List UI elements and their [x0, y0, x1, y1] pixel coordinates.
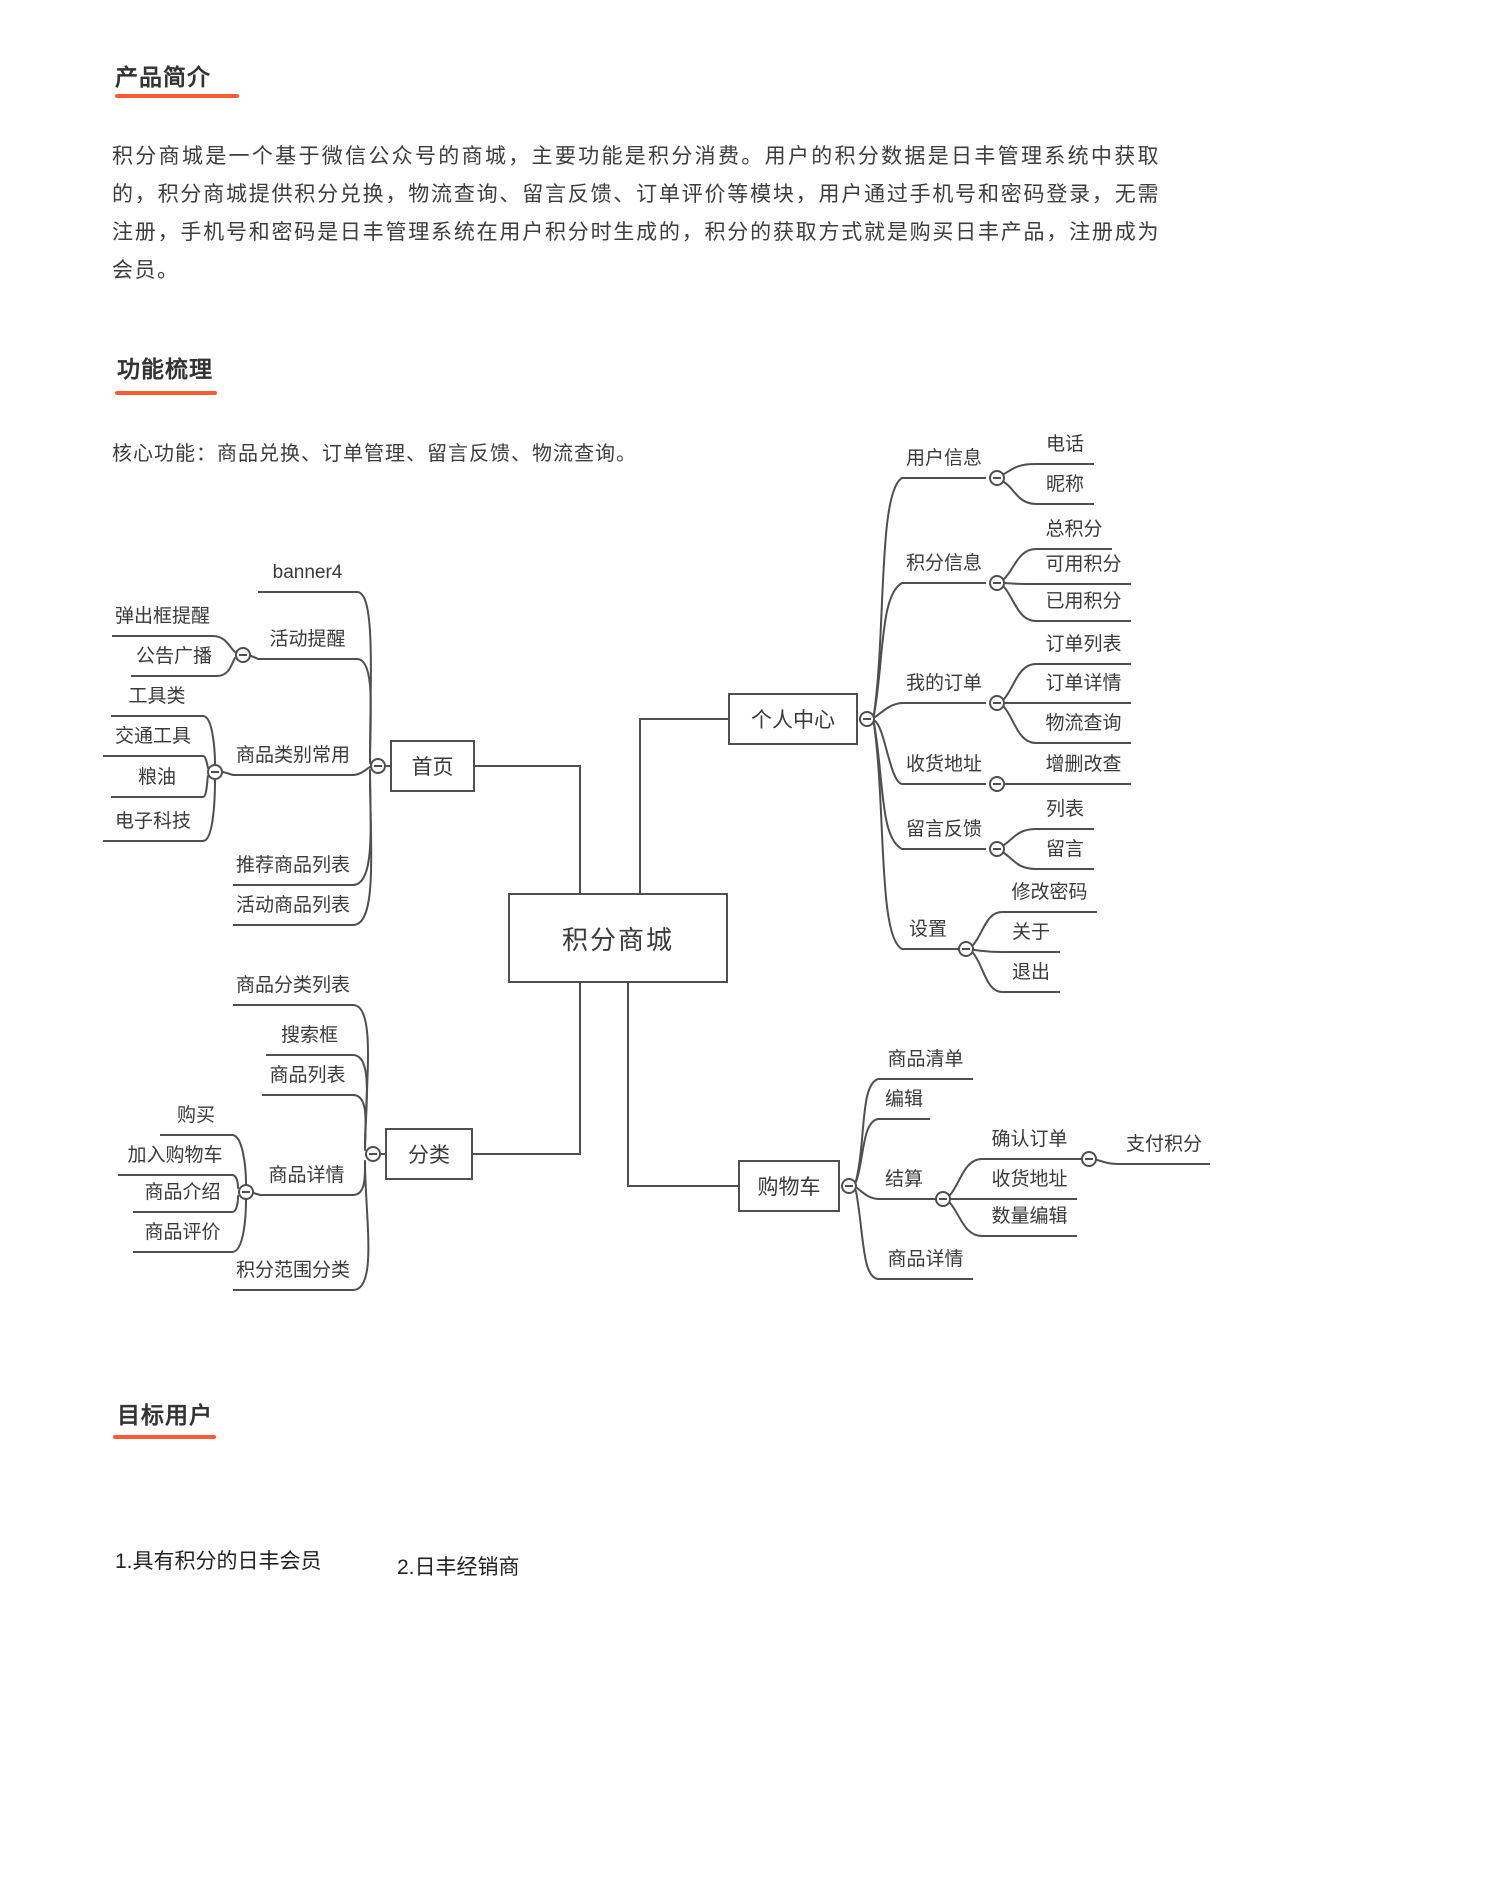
mindmap-node-nickname: 昵称: [1036, 474, 1094, 505]
mindmap-node-root: 积分商城: [508, 893, 728, 983]
mindmap-node-settings: 设置: [902, 919, 954, 950]
accent-underline: [115, 94, 239, 98]
mindmap-node-checkout: 结算: [878, 1169, 930, 1200]
mindmap-node-feedback-list: 列表: [1036, 799, 1094, 830]
mindmap-node-add-to-cart: 加入购物车: [118, 1145, 232, 1176]
mindmap-node-change-password: 修改密码: [1002, 882, 1097, 913]
mindmap-node-user-info: 用户信息: [902, 448, 986, 479]
mindmap-node-pay-points: 支付积分: [1118, 1134, 1210, 1165]
mindmap-node-cart-product-detail: 商品详情: [878, 1249, 973, 1280]
mindmap-node-cart-list: 商品清单: [878, 1049, 973, 1080]
collapse-toggle-user-info[interactable]: [989, 470, 1005, 486]
mindmap-node-shipping-address: 收货地址: [902, 754, 986, 785]
collapse-toggle-confirm-order[interactable]: [1081, 1151, 1097, 1167]
mindmap-node-personal-center: 个人中心: [728, 693, 858, 745]
mindmap-node-product-category-common: 商品类别常用: [233, 745, 353, 776]
collapse-toggle-checkout[interactable]: [935, 1191, 951, 1207]
mindmap-node-feedback: 留言反馈: [902, 819, 986, 850]
mindmap-node-transport: 交通工具: [103, 726, 203, 757]
accent-underline: [115, 391, 217, 395]
mindmap-node-phone: 电话: [1036, 434, 1094, 465]
mindmap-node-points-range: 积分范围分类: [233, 1260, 353, 1291]
mindmap-node-checkout-address: 收货地址: [982, 1169, 1077, 1200]
mindmap-node-activity-products: 活动商品列表: [233, 895, 353, 926]
section-title-features: 功能梳理: [117, 356, 213, 382]
mindmap-node-category-list: 商品分类列表: [233, 975, 353, 1006]
section-title-target-users: 目标用户: [117, 1402, 213, 1428]
mindmap-node-quantity-edit: 数量编辑: [982, 1206, 1077, 1237]
mindmap-node-activity-reminder: 活动提醒: [258, 629, 357, 660]
mindmap-node-used-points: 已用积分: [1036, 591, 1131, 622]
collapse-toggle-feedback[interactable]: [989, 841, 1005, 857]
core-features-text: 核心功能：商品兑换、订单管理、留言反馈、物流查询。: [112, 443, 637, 465]
collapse-toggle-home[interactable]: [370, 758, 386, 774]
mindmap-node-tools: 工具类: [111, 686, 203, 717]
collapse-toggle-shipping-address[interactable]: [989, 776, 1005, 792]
mindmap-node-announcement-broadcast: 公告广播: [131, 646, 217, 677]
target-user-item-1: 1.具有积分的日丰会员: [115, 1550, 322, 1573]
mindmap-node-category: 分类: [385, 1128, 473, 1180]
collapse-toggle-cart[interactable]: [841, 1178, 857, 1194]
mindmap-node-logout: 退出: [1002, 962, 1060, 993]
mindmap-node-feedback-message: 留言: [1036, 839, 1094, 870]
target-user-item-2: 2.日丰经销商: [397, 1556, 520, 1579]
mindmap-node-about: 关于: [1002, 922, 1060, 953]
mindmap-node-recommended-products: 推荐商品列表: [233, 855, 353, 886]
collapse-toggle-activity-reminder[interactable]: [235, 647, 251, 663]
mindmap-node-available-points: 可用积分: [1036, 554, 1131, 585]
mindmap-node-cart-edit: 编辑: [878, 1089, 930, 1120]
mindmap-node-my-orders: 我的订单: [902, 673, 986, 704]
collapse-toggle-product-category[interactable]: [207, 764, 223, 780]
mindmap-node-logistics-query: 物流查询: [1036, 713, 1131, 744]
mindmap-node-order-detail: 订单详情: [1036, 673, 1131, 704]
mindmap-node-banner4: banner4: [258, 562, 357, 593]
mindmap-node-confirm-order: 确认订单: [982, 1129, 1077, 1160]
collapse-toggle-points-info[interactable]: [989, 575, 1005, 591]
collapse-toggle-settings[interactable]: [958, 941, 974, 957]
mindmap-node-crud: 增删改查: [1036, 754, 1131, 785]
mindmap-node-electronics: 电子科技: [103, 811, 203, 842]
collapse-toggle-my-orders[interactable]: [989, 695, 1005, 711]
accent-underline: [113, 1435, 216, 1439]
collapse-toggle-category[interactable]: [365, 1146, 381, 1162]
mindmap-node-search-box: 搜索框: [266, 1025, 353, 1056]
mindmap-node-order-list: 订单列表: [1036, 634, 1131, 665]
collapse-toggle-product-detail[interactable]: [238, 1184, 254, 1200]
mindmap-node-cart: 购物车: [738, 1160, 840, 1212]
collapse-toggle-personal-center[interactable]: [859, 711, 875, 727]
mindmap-node-popup-reminder: 弹出框提醒: [112, 606, 213, 637]
mindmap-node-product-detail: 商品详情: [260, 1165, 353, 1196]
mindmap-node-grain-oil: 粮油: [111, 767, 203, 798]
mindmap-node-product-review: 商品评价: [133, 1222, 232, 1253]
section-title-product-intro: 产品简介: [115, 64, 211, 90]
mindmap-node-product-list: 商品列表: [262, 1065, 353, 1096]
mindmap-node-home: 首页: [390, 740, 475, 792]
mindmap-node-points-info: 积分信息: [902, 553, 986, 584]
product-intro-paragraph: 积分商城是一个基于微信公众号的商城，主要功能是积分消费。用户的积分数据是日丰管理…: [112, 145, 1160, 282]
mindmap-node-buy: 购买: [160, 1105, 232, 1136]
mindmap-node-product-intro: 商品介绍: [133, 1182, 232, 1213]
mindmap-node-total-points: 总积分: [1036, 519, 1112, 550]
